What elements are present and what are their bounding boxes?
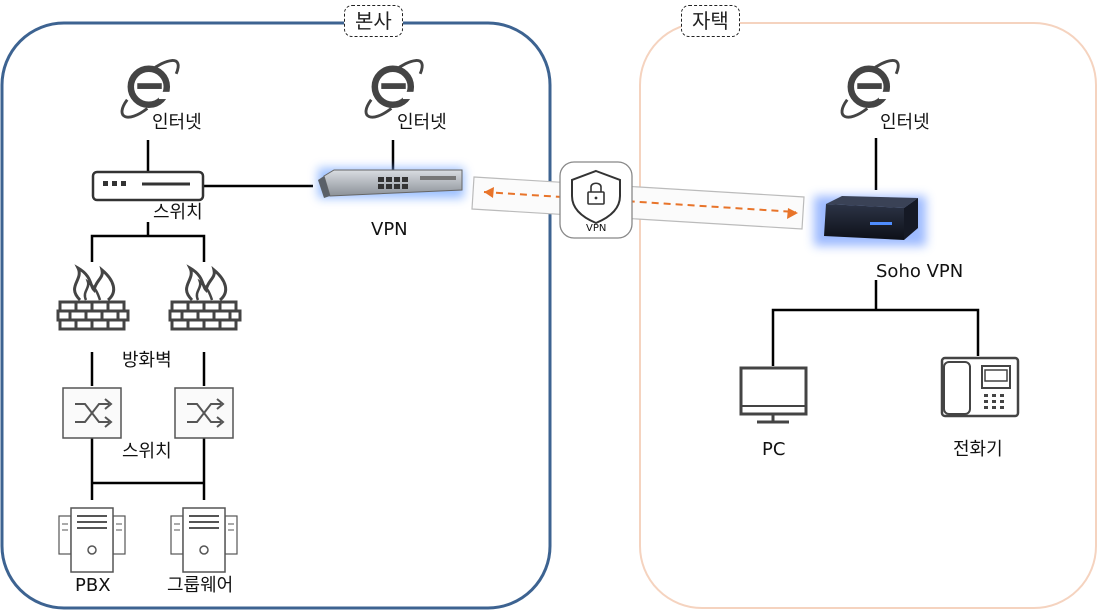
lock-shield-icon: [559, 161, 633, 239]
home-connections: [771, 138, 980, 366]
switch-label: 스위치: [153, 202, 203, 223]
vpn-label: VPN: [371, 219, 408, 240]
soho-vpn-label: Soho VPN: [876, 261, 964, 282]
firewall-icon: [168, 266, 242, 331]
firewall-label: 방화벽: [122, 350, 172, 371]
vpn-tunnel: [471, 176, 805, 230]
home-zone-title: 자택: [681, 5, 740, 37]
hq-connections: [90, 140, 395, 500]
vpn-rack-icon: [318, 168, 464, 198]
network-switch-icon: [174, 387, 234, 439]
home-zone: [639, 22, 1097, 609]
pc-label: PC: [762, 439, 786, 460]
internet-explorer-icon: [366, 60, 422, 117]
internet-label: 인터넷: [152, 112, 202, 133]
server-icon: [170, 507, 238, 573]
internet-label: 인터넷: [397, 112, 447, 133]
hq-zone: [0, 21, 552, 610]
server-icon: [58, 507, 126, 573]
firewall-icon: [56, 266, 130, 331]
soho-vpn-box-icon: [814, 196, 926, 246]
tunnel-badge-label: VPN: [586, 223, 607, 234]
switch-icon: [91, 170, 205, 202]
monitor-icon: [739, 366, 808, 424]
hq-zone-title: 본사: [344, 5, 403, 37]
internet-explorer-icon: [122, 60, 178, 117]
desk-phone-icon: [940, 356, 1020, 418]
internet-label: 인터넷: [880, 112, 930, 133]
groupware-label: 그룹웨어: [167, 575, 234, 596]
pbx-label: PBX: [75, 575, 111, 596]
phone-label: 전화기: [953, 439, 1003, 460]
switch-label: 스위치: [122, 441, 172, 462]
network-switch-icon: [62, 387, 122, 439]
internet-explorer-icon: [842, 60, 898, 117]
